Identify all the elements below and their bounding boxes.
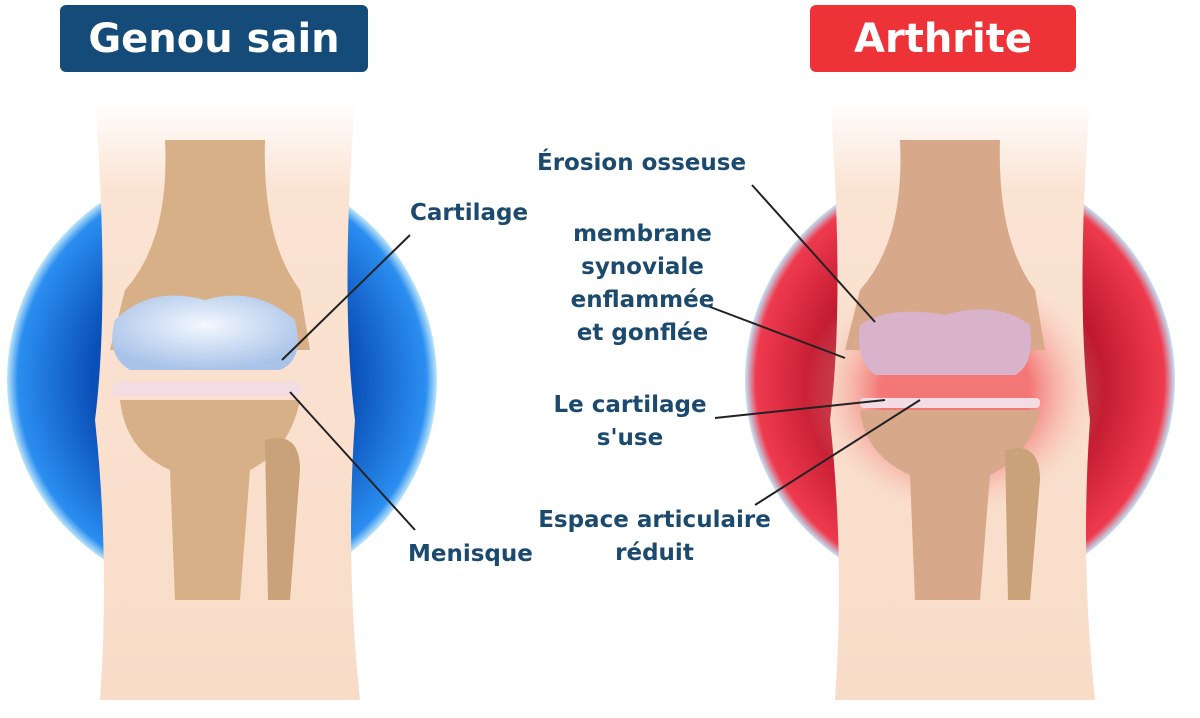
fibula bbox=[265, 438, 300, 600]
meniscus bbox=[112, 382, 302, 396]
label-espace: Espace articulaire réduit bbox=[532, 504, 777, 570]
label-line: s'use bbox=[596, 425, 664, 451]
femur bbox=[845, 140, 1045, 350]
label-menisque: Menisque bbox=[408, 541, 533, 567]
label-line: Espace articulaire bbox=[538, 507, 771, 533]
label-line: et gonflée bbox=[576, 320, 709, 346]
label-cartilage-use: Le cartilage s'use bbox=[545, 389, 715, 455]
healthy-knee bbox=[7, 100, 437, 700]
meniscus bbox=[860, 398, 1040, 408]
tibia bbox=[860, 410, 1040, 600]
arthritis-title: Arthrite bbox=[810, 5, 1076, 72]
label-line: membrane bbox=[573, 221, 712, 247]
tibia bbox=[120, 400, 300, 600]
healthy-knee-title: Genou sain bbox=[60, 5, 368, 72]
arthritic-knee bbox=[704, 100, 1175, 700]
label-line: réduit bbox=[615, 540, 694, 566]
label-line: synoviale bbox=[581, 254, 704, 280]
cartilage bbox=[859, 309, 1031, 375]
label-line: Le cartilage bbox=[553, 392, 707, 418]
label-cartilage: Cartilage bbox=[410, 200, 529, 226]
cartilage bbox=[112, 295, 298, 370]
label-erosion: Érosion osseuse bbox=[537, 150, 747, 176]
fibula bbox=[1005, 448, 1040, 600]
label-membrane: membrane synoviale enflammée et gonflée bbox=[560, 218, 725, 350]
label-line: enflammée bbox=[570, 287, 715, 313]
